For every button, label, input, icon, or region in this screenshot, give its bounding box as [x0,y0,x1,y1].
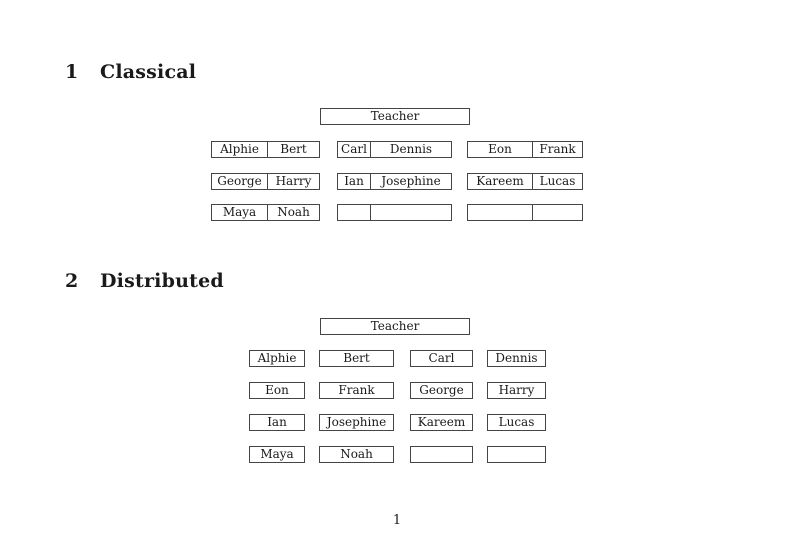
desk: George Harry [211,173,320,190]
desk [337,204,452,221]
student-box: Bert [319,350,394,367]
student-box: Eon [249,382,305,399]
teacher-box: Teacher [320,318,470,335]
student-box: Lucas [487,414,546,431]
student-box [410,446,473,463]
seat-cell [370,205,451,220]
student-box [487,446,546,463]
section-title: Distributed [100,270,224,292]
seat-cell: George [217,174,262,188]
seat-cell: Carl [341,142,367,156]
desk: Alphie Bert [211,141,320,158]
seat-cell: Bert [267,142,319,157]
student-box: Ian [249,414,305,431]
desk: Maya Noah [211,204,320,221]
section-title: Classical [100,61,197,83]
seat-cell: Frank [532,142,582,157]
section-number: 2 [65,270,79,292]
student-box: Kareem [410,414,473,431]
desk: Kareem Lucas [467,173,583,190]
seat-cell: Kareem [476,174,524,188]
student-box: George [410,382,473,399]
student-box: Carl [410,350,473,367]
page-number: 1 [392,513,402,528]
desk: Carl Dennis [337,141,452,158]
student-box: Josephine [319,414,394,431]
desk: Eon Frank [467,141,583,158]
teacher-label: Teacher [370,319,420,333]
seat-cell: Ian [344,174,364,188]
teacher-box: Teacher [320,108,470,125]
desk [467,204,583,221]
seat-cell [532,205,582,220]
student-box: Harry [487,382,546,399]
seat-cell: Maya [222,205,257,219]
section-number: 1 [65,61,79,83]
student-box: Alphie [249,350,305,367]
seat-cell: Lucas [532,174,582,189]
seat-cell: Noah [267,205,319,220]
seat-cell [338,205,370,220]
seat-cell: Harry [267,174,319,189]
seat-cell: Josephine [370,174,451,189]
student-box: Frank [319,382,394,399]
seat-cell [468,205,532,220]
seat-cell: Alphie [220,142,259,156]
seat-cell: Dennis [370,142,451,157]
student-box: Maya [249,446,305,463]
desk: Ian Josephine [337,173,452,190]
student-box: Dennis [487,350,546,367]
teacher-label: Teacher [370,109,420,123]
section-heading-distributed: 2 Distributed [65,270,224,292]
section-heading-classical: 1 Classical [65,61,196,83]
student-box: Noah [319,446,394,463]
seat-cell: Eon [488,142,512,156]
